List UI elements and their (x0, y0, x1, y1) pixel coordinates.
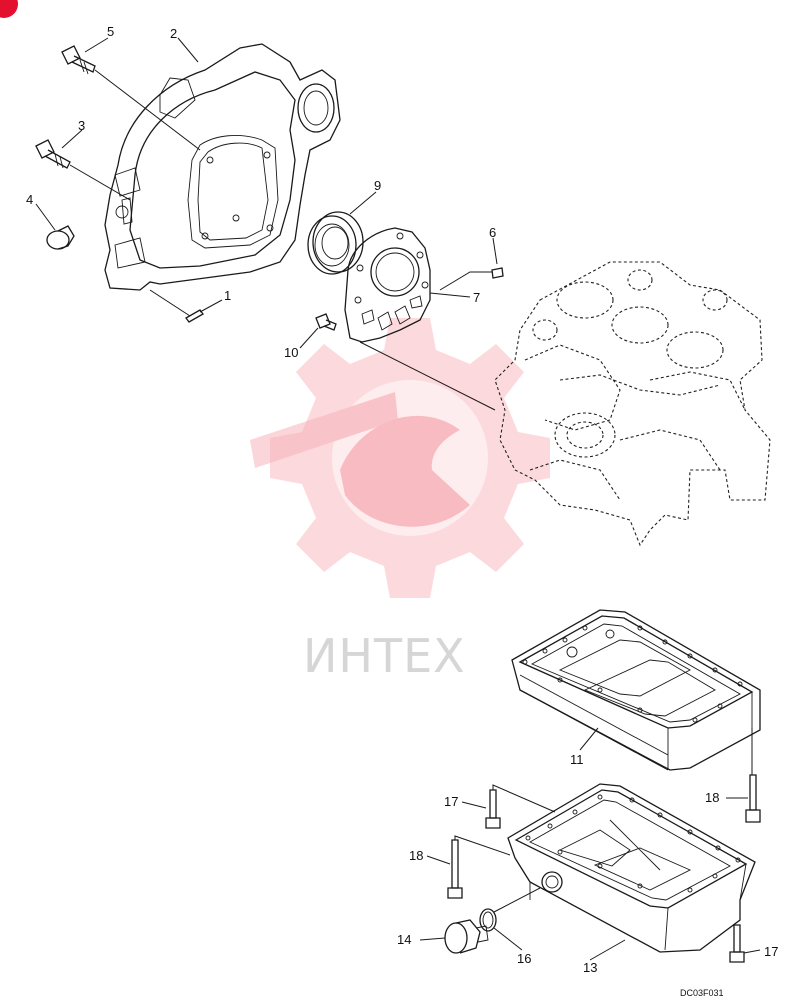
callout-7: 7 (473, 290, 480, 305)
oil-pan-lower (507, 783, 756, 953)
small-bolt (315, 313, 337, 331)
seal-retainer (344, 227, 496, 411)
callout-17-upper: 17 (444, 794, 458, 809)
corner-badge (0, 0, 18, 18)
callout-6: 6 (489, 225, 496, 240)
callout-17-lower: 17 (764, 944, 778, 959)
callout-11: 11 (570, 752, 584, 767)
engine-block (494, 261, 771, 547)
gasket-ring (479, 887, 541, 932)
bolt-18-left (447, 835, 511, 899)
callout-4: 4 (26, 192, 33, 207)
callout-14: 14 (397, 932, 411, 947)
callout-18-left: 18 (409, 848, 423, 863)
callout-leaders (35, 37, 761, 961)
bolt-long (61, 45, 201, 151)
callout-5: 5 (107, 24, 114, 39)
oil-pan-inner (511, 609, 761, 775)
callout-2: 2 (170, 26, 177, 41)
callout-13: 13 (583, 960, 597, 975)
bolt-17-upper (485, 784, 556, 829)
bolt-18-right (745, 774, 761, 823)
oil-seal (307, 211, 364, 275)
pin (439, 267, 504, 291)
callout-16: 16 (517, 951, 531, 966)
callout-3: 3 (78, 118, 85, 133)
callout-10: 10 (284, 345, 298, 360)
callout-18-right: 18 (705, 790, 719, 805)
watermark-text: ИНТЕХ (303, 629, 466, 683)
callout-1: 1 (224, 288, 231, 303)
watermark-logo-inner (250, 380, 488, 536)
drain-plug (444, 919, 489, 954)
bolt-short (35, 139, 131, 201)
dowel-pin (149, 289, 204, 323)
callout-9: 9 (374, 178, 381, 193)
drawing-code: DC03F031 (680, 988, 724, 998)
plug (46, 225, 75, 250)
bolt-17-lower (729, 924, 745, 963)
flywheel-housing (104, 43, 341, 291)
